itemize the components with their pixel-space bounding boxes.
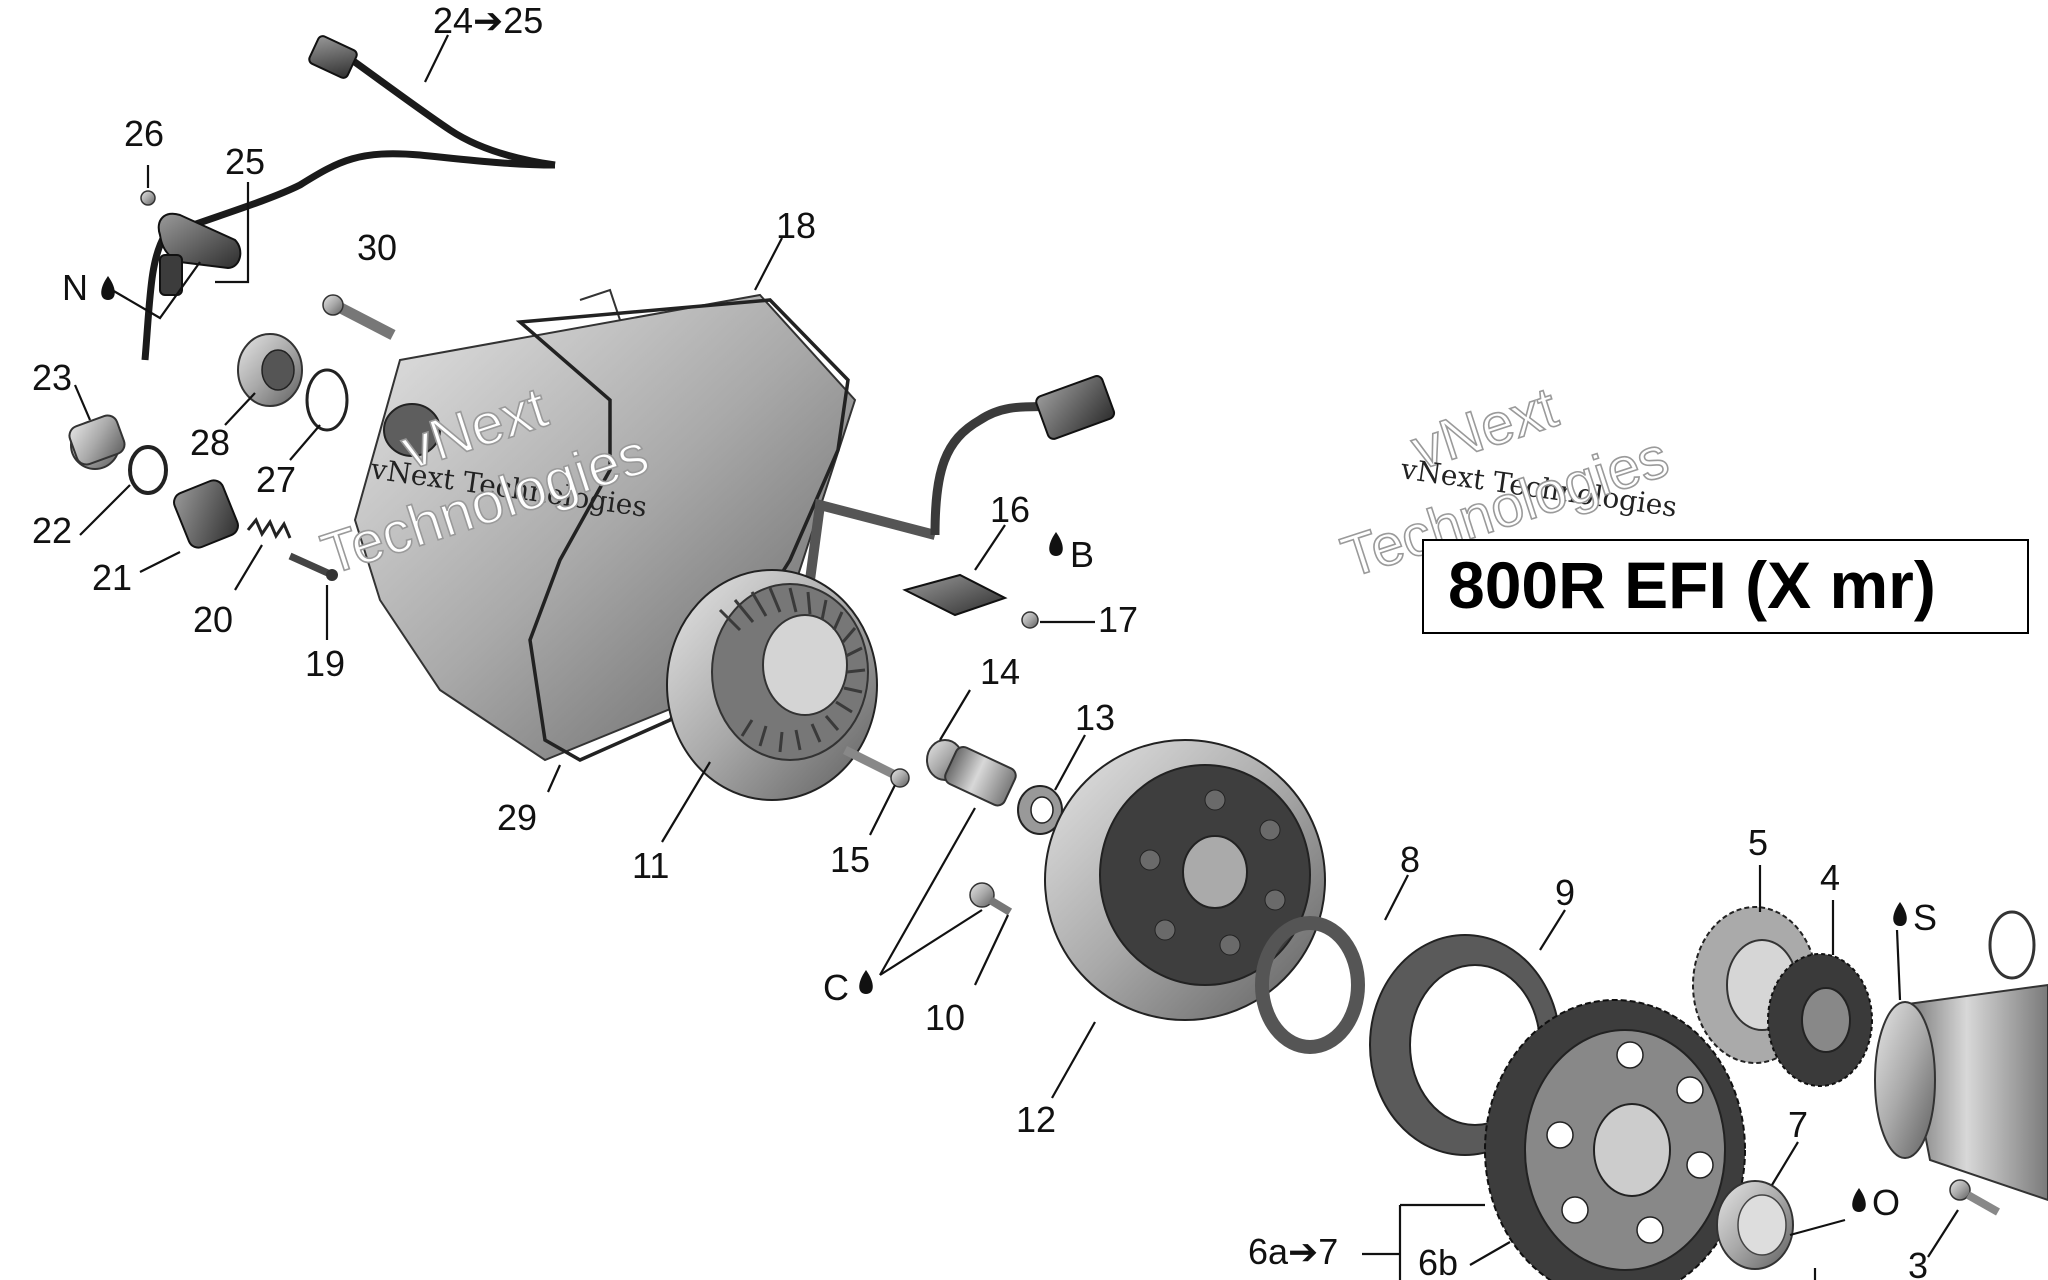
callout-16: 16 <box>990 489 1030 530</box>
callout-25: 25 <box>225 141 265 182</box>
callout-17: 17 <box>1098 599 1138 640</box>
callout-22: 22 <box>32 510 72 551</box>
callout-8: 8 <box>1400 839 1420 880</box>
callout-6a-7: 6a➔7 <box>1248 1231 1338 1272</box>
washer-13 <box>1017 785 1063 835</box>
callout-20: 20 <box>193 599 233 640</box>
gear-6b <box>1484 999 1746 1280</box>
spring-20 <box>246 517 292 540</box>
callout-9: 9 <box>1555 872 1575 913</box>
o-ring-27 <box>305 368 349 432</box>
callout-21: 21 <box>92 557 132 598</box>
model-title: 800R EFI (X mr) <box>1448 548 1936 622</box>
screw-17 <box>1021 611 1039 629</box>
callout-11: 11 <box>632 845 669 886</box>
bolt-30 <box>322 294 396 340</box>
gear-4 <box>1767 953 1873 1087</box>
callout-18: 18 <box>776 205 816 246</box>
ring-8 <box>1255 916 1365 1054</box>
plunger-19 <box>288 552 338 581</box>
o-ring-22 <box>128 445 168 495</box>
callout-27: 27 <box>256 459 296 500</box>
sensor-harness <box>141 35 556 361</box>
callout-4: 4 <box>1820 857 1840 898</box>
oil-drop-icon <box>1852 1188 1866 1212</box>
callout-C: C <box>823 967 849 1008</box>
sleeve-21 <box>173 479 239 549</box>
callout-N: N <box>62 267 88 308</box>
bolt-15 <box>842 745 910 788</box>
oil-drop-icons <box>101 276 1907 1212</box>
bushing-7 <box>1716 1180 1794 1270</box>
callout-13: 13 <box>1075 697 1115 738</box>
callout-7: 7 <box>1788 1104 1808 1145</box>
leader-lines <box>73 34 1959 1280</box>
stator-11 <box>666 569 878 801</box>
callout-28: 28 <box>190 422 230 463</box>
callout-24-25: 24➔25 <box>433 0 543 41</box>
callout-26: 26 <box>124 113 164 154</box>
callout-19: 19 <box>305 643 345 684</box>
oil-drop-icon <box>1893 902 1907 926</box>
oil-drop-icon <box>859 970 873 994</box>
callout-5: 5 <box>1748 822 1768 863</box>
gasket-29 <box>515 298 850 762</box>
screw-26 <box>140 190 156 206</box>
speed-sensor <box>157 212 242 296</box>
o-ring-right <box>1988 910 2036 980</box>
callout-B: B <box>1070 534 1094 575</box>
oil-drop-icon <box>1049 532 1063 556</box>
callout-15: 15 <box>830 839 870 880</box>
callout-30: 30 <box>357 227 397 268</box>
plug-23 <box>68 414 126 470</box>
rotor-12 <box>1044 739 1326 1021</box>
callout-23: 23 <box>32 357 72 398</box>
grommet-16 <box>902 573 1008 617</box>
callout-labels: 24➔25 26 25 N 30 18 23 28 27 22 21 20 19… <box>32 0 1937 1280</box>
callout-6b: 6b <box>1418 1242 1458 1280</box>
bushing-28 <box>237 333 303 407</box>
stator-harness <box>805 375 1116 581</box>
callout-10: 10 <box>925 997 965 1038</box>
callout-14: 14 <box>980 651 1020 692</box>
callout-O: O <box>1872 1182 1900 1223</box>
callout-29: 29 <box>497 797 537 838</box>
model-title-box: 800R EFI (X mr) <box>1422 539 2029 634</box>
callout-12: 12 <box>1016 1099 1056 1140</box>
bolt-14 <box>926 739 1017 807</box>
bolt-3 <box>1949 1179 2000 1216</box>
bolt-10 <box>969 882 1013 916</box>
callout-3: 3 <box>1908 1245 1928 1280</box>
oil-drop-icon <box>101 276 115 300</box>
starter-motor <box>1874 983 2048 1202</box>
callout-S: S <box>1913 897 1937 938</box>
